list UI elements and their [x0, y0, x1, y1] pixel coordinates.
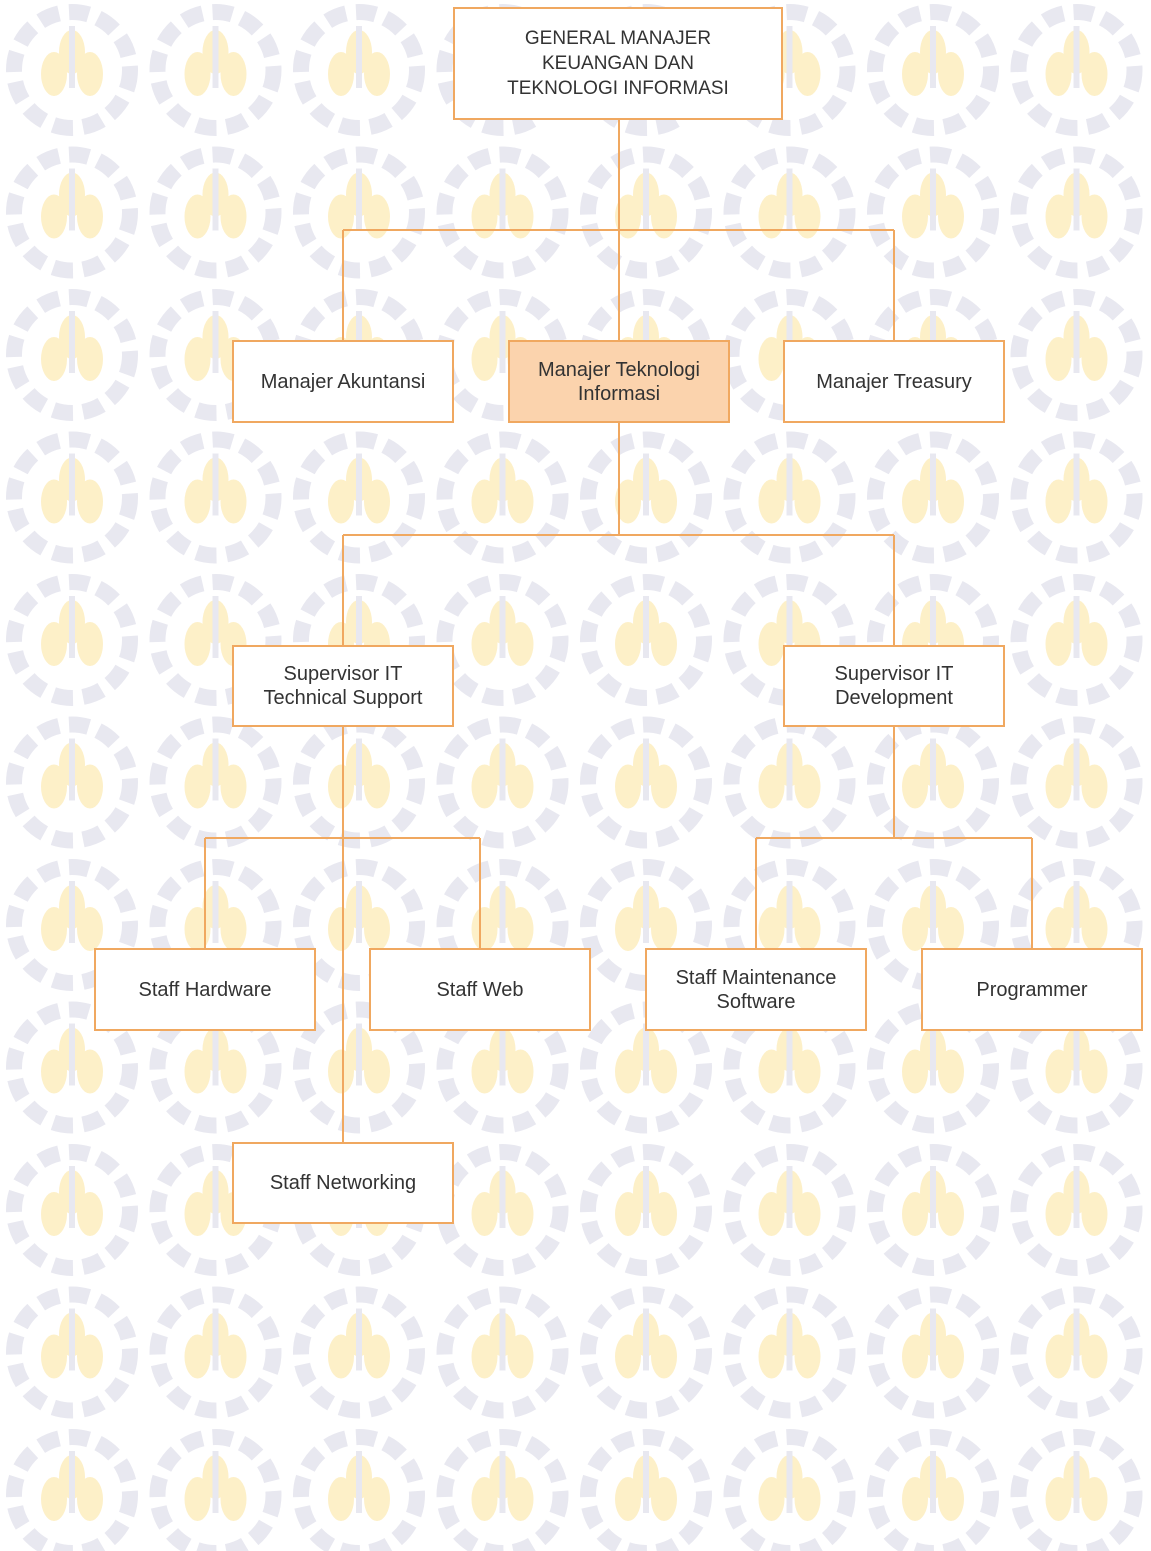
its-emblem-icon — [293, 1286, 425, 1419]
its-emblem-icon — [436, 146, 569, 279]
its-emblem-icon — [293, 431, 425, 564]
its-emblem-icon — [1010, 4, 1143, 136]
its-emblem-icon — [580, 1429, 712, 1551]
its-emblem-icon — [149, 716, 282, 849]
its-emblem-icon — [867, 1429, 999, 1551]
general-manager-box: GENERAL MANAJER KEUANGAN DAN TEKNOLOGI I… — [453, 7, 783, 120]
its-emblem-icon — [149, 574, 282, 706]
its-emblem-icon — [6, 4, 138, 136]
supervisor-development-box: Supervisor IT Development — [783, 645, 1005, 727]
its-emblem-icon — [436, 859, 569, 991]
its-emblem-icon — [6, 1429, 138, 1551]
its-emblem-icon — [6, 574, 138, 706]
its-emblem-icon — [6, 146, 138, 279]
its-emblem-icon — [580, 716, 712, 849]
its-emblem-icon — [6, 1286, 138, 1419]
its-emblem-icon — [723, 1429, 856, 1551]
its-emblem-icon — [6, 859, 138, 991]
its-emblem-icon — [867, 1286, 999, 1419]
its-emblem-icon — [580, 574, 712, 706]
its-emblem-icon — [1010, 146, 1143, 279]
its-emblem-icon — [436, 1429, 569, 1551]
manager-treasury-box: Manajer Treasury — [783, 340, 1005, 423]
staff-hardware-box: Staff Hardware — [94, 948, 316, 1031]
its-emblem-icon — [6, 431, 138, 564]
its-emblem-icon — [723, 1144, 856, 1276]
its-emblem-icon — [6, 1001, 138, 1134]
its-emblem-icon — [6, 1144, 138, 1276]
staff-web-box: Staff Web — [369, 948, 591, 1031]
its-emblem-icon — [6, 289, 138, 421]
its-emblem-icon — [1010, 574, 1143, 706]
its-emblem-icon — [1010, 289, 1143, 421]
its-emblem-icon — [723, 146, 856, 279]
its-emblem-icon — [580, 431, 712, 564]
programmer-box: Programmer — [921, 948, 1143, 1031]
its-emblem-icon — [149, 431, 282, 564]
its-emblem-icon — [6, 716, 138, 849]
its-emblem-icon — [149, 1429, 282, 1551]
its-emblem-icon — [723, 431, 856, 564]
its-emblem-icon — [580, 1286, 712, 1419]
its-emblem-icon — [723, 1286, 856, 1419]
its-emblem-icon — [293, 1429, 425, 1551]
its-emblem-icon — [1010, 1286, 1143, 1419]
staff-networking-box: Staff Networking — [232, 1142, 454, 1224]
its-emblem-icon — [293, 859, 425, 991]
its-emblem-icon — [293, 146, 425, 279]
its-emblem-icon — [436, 431, 569, 564]
its-emblem-icon — [867, 146, 999, 279]
its-emblem-icon — [867, 431, 999, 564]
its-emblem-icon — [149, 1286, 282, 1419]
its-emblem-icon — [436, 716, 569, 849]
manager-akuntansi-box: Manajer Akuntansi — [232, 340, 454, 423]
its-emblem-icon — [1010, 431, 1143, 564]
its-emblem-icon — [293, 1001, 425, 1134]
its-emblem-icon — [436, 574, 569, 706]
its-emblem-icon — [1010, 716, 1143, 849]
its-emblem-icon — [580, 146, 712, 279]
its-emblem-icon — [293, 4, 425, 136]
its-emblem-icon — [867, 4, 999, 136]
its-emblem-icon — [1010, 1144, 1143, 1276]
its-emblem-icon — [580, 1144, 712, 1276]
staff-maintenance-software-box: Staff Maintenance Software — [645, 948, 867, 1031]
its-emblem-icon — [149, 146, 282, 279]
its-emblem-icon — [436, 1286, 569, 1419]
supervisor-technical-support-box: Supervisor IT Technical Support — [232, 645, 454, 727]
its-emblem-icon — [149, 4, 282, 136]
manager-teknologi-informasi-box: Manajer Teknologi Informasi — [508, 340, 730, 423]
its-emblem-icon — [867, 1144, 999, 1276]
its-emblem-icon — [1010, 1429, 1143, 1551]
